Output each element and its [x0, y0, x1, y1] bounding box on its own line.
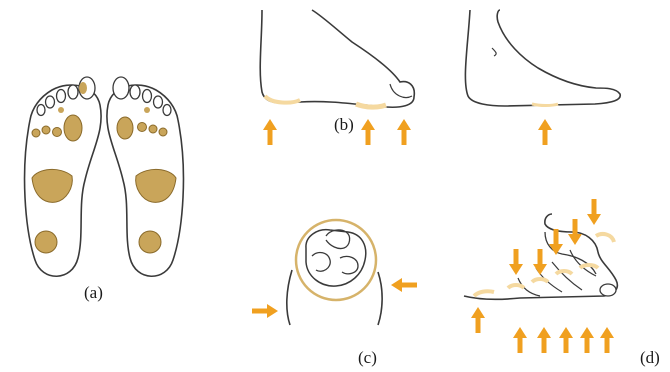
pressure-area	[32, 129, 40, 137]
arrow-down-icon	[509, 249, 523, 275]
arrow-up-icon	[361, 119, 375, 145]
arrow-up-icon	[537, 327, 551, 353]
arrow-up-icon	[538, 119, 552, 145]
pressure-area	[53, 128, 62, 137]
label-d: (d)	[640, 348, 660, 368]
arrow-up-icon	[397, 119, 411, 145]
pressure-area	[42, 126, 50, 134]
pressure-area	[35, 231, 57, 253]
label-b: (b)	[334, 115, 354, 135]
arrow-up-icon	[580, 327, 594, 353]
high-heel-foot	[260, 10, 414, 107]
arrow-up-icon	[600, 327, 614, 353]
pressure-area	[159, 128, 167, 136]
magnifier-ring	[296, 220, 376, 300]
pressure-area	[117, 117, 133, 139]
left-sole	[25, 77, 102, 276]
arrow-up-icon	[263, 119, 277, 145]
pressure-area	[144, 107, 150, 113]
pressure-area	[79, 82, 87, 94]
pressure-area	[139, 231, 161, 253]
flat-foot	[465, 10, 620, 106]
panel-d-hammer-toes	[464, 199, 617, 353]
right-sole	[107, 77, 184, 276]
arrow-right-icon	[252, 304, 278, 318]
label-c: (c)	[358, 348, 377, 368]
arrow-down-icon	[549, 229, 563, 255]
arrow-down-icon	[587, 199, 601, 225]
arrow-up-icon	[559, 327, 573, 353]
arrow-up-icon	[513, 327, 527, 353]
pressure-area	[64, 115, 82, 141]
label-a: (a)	[84, 283, 103, 303]
arrow-up-icon	[471, 307, 485, 333]
arrow-left-icon	[391, 278, 417, 292]
panel-c-squeezed-toes	[252, 220, 417, 325]
arrow-down-icon	[533, 249, 547, 275]
panel-a-soles	[25, 77, 184, 276]
panel-b-side-views	[260, 10, 620, 145]
pressure-area	[149, 125, 157, 133]
pressure-area	[58, 107, 64, 113]
pressure-area	[138, 123, 147, 132]
